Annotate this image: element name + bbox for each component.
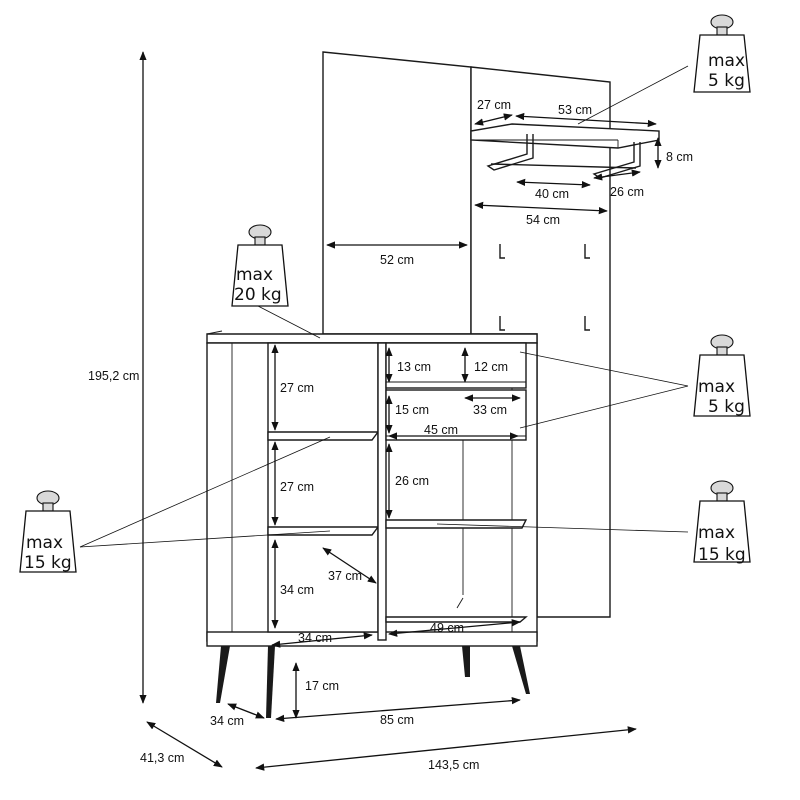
drawer2-front-height-label: 15 cm (395, 403, 429, 417)
shelf-depth-label: 27 cm (477, 98, 511, 112)
left-bottom-height-label: 34 cm (280, 583, 314, 597)
drawer-inner-height-label: 12 cm (474, 360, 508, 374)
left-top-height-label: 27 cm (280, 381, 314, 395)
total-width-label: 143,5 cm (428, 758, 479, 772)
mirror-width-label: 52 cm (380, 253, 414, 267)
drawer-inner-depth-label: 33 cm (473, 403, 507, 417)
left-mid-height-label: 27 cm (280, 480, 314, 494)
drawer-weight-max: max (698, 377, 735, 397)
shelf-height-label: 8 cm (666, 150, 693, 164)
total-height-label: 195,2 cm (88, 369, 139, 383)
shelf-width-label: 53 cm (558, 103, 592, 117)
cabinet (206, 330, 538, 647)
left-shelf-weight-max: max (26, 533, 63, 553)
rail-depth-label: 26 cm (610, 185, 644, 199)
cabinet-width-label: 85 cm (380, 713, 414, 727)
rail-length-label: 40 cm (535, 187, 569, 201)
dimension-labels: 195,2 cm 41,3 cm 143,5 cm 52 cm 27 cm 53… (88, 98, 693, 772)
drawer-inner-width-label: 45 cm (424, 423, 458, 437)
dimension-lines (139, 51, 662, 771)
shelf-weight-value: 5 kg (708, 71, 745, 91)
left-shelf-weight-value: 15 kg (24, 553, 72, 573)
hook-icon (499, 244, 590, 331)
right-inner-width-label: 49 cm (430, 621, 464, 635)
left-inner-depth-label: 34 cm (298, 631, 332, 645)
right-compartment-height-label: 26 cm (395, 474, 429, 488)
weight-icon: max 5 kg (693, 14, 751, 93)
drawer-weight-value: 5 kg (708, 397, 745, 417)
top-weight-max: max (236, 265, 273, 285)
top-weight-value: 20 kg (234, 285, 282, 305)
left-inner-width-label: 37 cm (328, 569, 362, 583)
weight-leaders (79, 65, 689, 548)
drawer-front-height-label: 13 cm (397, 360, 431, 374)
shelf-weight-max: max (708, 51, 745, 71)
mirror-panel (322, 51, 472, 335)
leg-height-label: 17 cm (305, 679, 339, 693)
right-shelf-weight-value: 15 kg (698, 545, 746, 565)
cabinet-depth-label: 34 cm (210, 714, 244, 728)
weight-icon: max 20 kg (231, 224, 289, 307)
weight-icon: max 15 kg (693, 480, 751, 565)
hook-panel-width-label: 54 cm (526, 213, 560, 227)
cabinet-legs (216, 646, 530, 718)
right-shelf-weight-max: max (698, 523, 735, 543)
weight-icon: max 5 kg (693, 334, 751, 417)
weight-icon: max 15 kg (19, 490, 77, 573)
total-depth-label: 41,3 cm (140, 751, 184, 765)
